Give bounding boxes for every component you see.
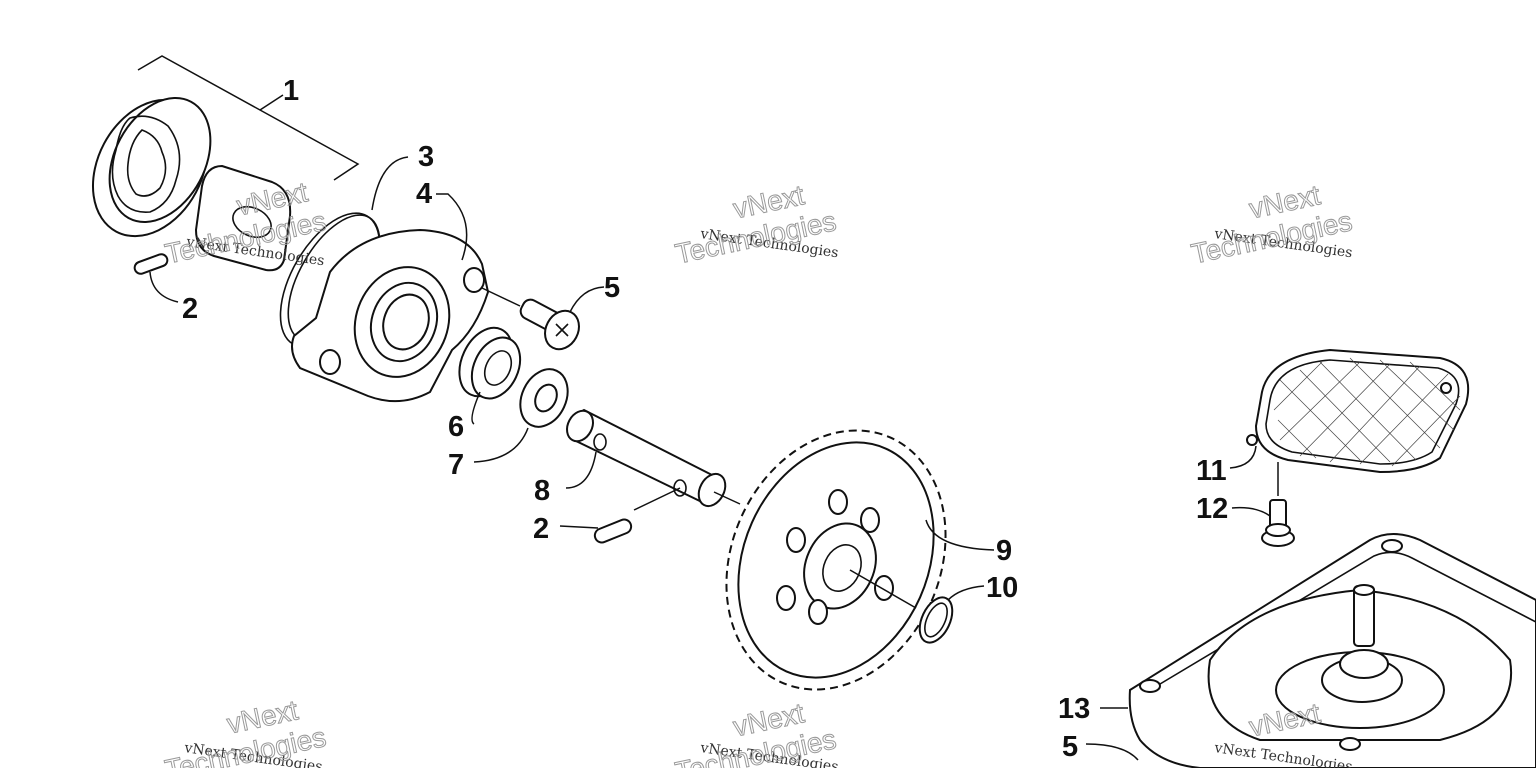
bearing-part bbox=[458, 326, 522, 425]
oil-screen-part bbox=[1229, 348, 1470, 496]
rotor-housing-part bbox=[91, 97, 212, 238]
callout-9: 9 bbox=[996, 535, 1012, 567]
circlip-part bbox=[849, 569, 985, 644]
callout-6: 6 bbox=[448, 411, 464, 443]
strainer-housing-part bbox=[1085, 533, 1536, 768]
inner-rotor-part bbox=[194, 164, 292, 272]
shaft-part bbox=[565, 408, 727, 511]
callout-2-upper: 2 bbox=[182, 293, 198, 325]
bolt-part bbox=[1231, 499, 1295, 547]
callout-4: 4 bbox=[416, 178, 432, 210]
dowel-pin-lower bbox=[559, 518, 633, 544]
dowel-pin-upper bbox=[133, 253, 179, 303]
callout-12: 12 bbox=[1196, 493, 1228, 525]
callout-13: 13 bbox=[1058, 693, 1090, 725]
callout-8: 8 bbox=[534, 475, 550, 507]
callout-labels: 1 2 3 4 5 6 7 8 2 9 10 11 12 13 5 bbox=[182, 75, 1228, 763]
callout-5-upper: 5 bbox=[604, 272, 620, 304]
bracket-line-1 bbox=[137, 55, 360, 181]
callout-2-lower: 2 bbox=[533, 513, 549, 545]
screw-part bbox=[481, 286, 605, 351]
callout-7: 7 bbox=[448, 449, 464, 481]
callout-3: 3 bbox=[418, 141, 434, 173]
callout-1: 1 bbox=[283, 75, 299, 107]
callout-11: 11 bbox=[1196, 455, 1227, 487]
callout-10: 10 bbox=[986, 572, 1018, 604]
callout-5-lower: 5 bbox=[1062, 731, 1078, 763]
washer-part bbox=[473, 368, 569, 463]
gear-part bbox=[713, 429, 995, 691]
pump-cover-part bbox=[291, 193, 490, 403]
